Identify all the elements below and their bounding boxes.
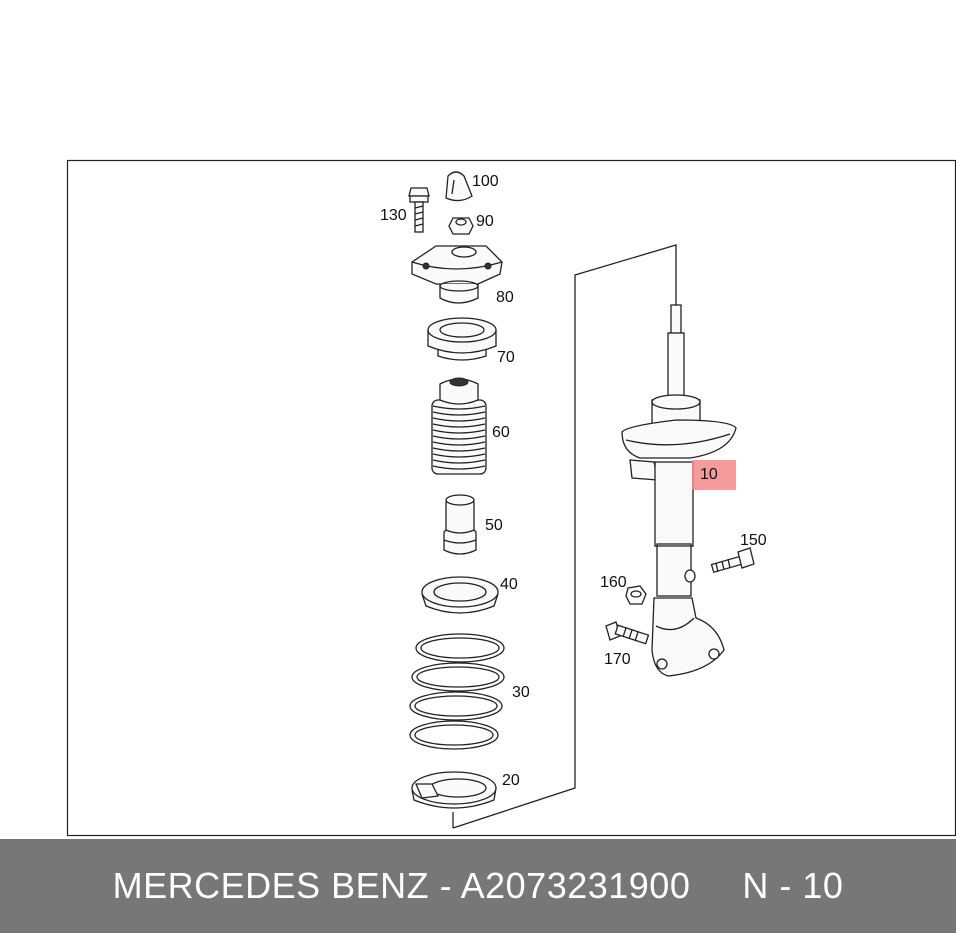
spring-seat-40: [421, 576, 499, 614]
bolt-170: [605, 621, 650, 645]
top-mount-80: [411, 245, 503, 304]
bolt-130: [408, 187, 430, 233]
callout-40: 40: [500, 576, 518, 593]
callout-90: 90: [476, 213, 494, 230]
nut-90: [448, 217, 474, 235]
callout-30: 30: [512, 684, 530, 701]
bump-stop-50: [443, 494, 477, 555]
strut-assembly-10: [621, 304, 737, 677]
callout-100: 100: [472, 173, 499, 190]
lower-spring-seat-20: [411, 771, 497, 809]
coil-spring-30: [409, 633, 505, 750]
footer-position-number: N - 10: [742, 865, 844, 906]
callout-170: 170: [604, 651, 631, 668]
callout-60: 60: [492, 424, 510, 441]
highlight-callout-10: [692, 460, 736, 490]
dust-boot-60: [431, 377, 487, 475]
callout-80: 80: [496, 289, 514, 306]
callout-150: 150: [740, 532, 767, 549]
callout-130: 130: [380, 207, 407, 224]
assembly-bracket-line: [452, 244, 677, 829]
callout-160: 160: [600, 574, 627, 591]
diagram-frame: [66, 159, 956, 837]
footer-bar: MERCEDES BENZ - A2073231900 N - 10: [0, 839, 956, 933]
callout-20: 20: [502, 772, 520, 789]
footer-brand-part-number: MERCEDES BENZ - A2073231900: [112, 865, 691, 906]
bolt-150: [710, 547, 755, 574]
cap-100: [445, 171, 473, 202]
nut-160: [625, 585, 647, 605]
callout-10: 10: [700, 466, 718, 483]
callout-50: 50: [485, 517, 503, 534]
callout-70: 70: [497, 349, 515, 366]
bearing-70: [427, 317, 497, 361]
